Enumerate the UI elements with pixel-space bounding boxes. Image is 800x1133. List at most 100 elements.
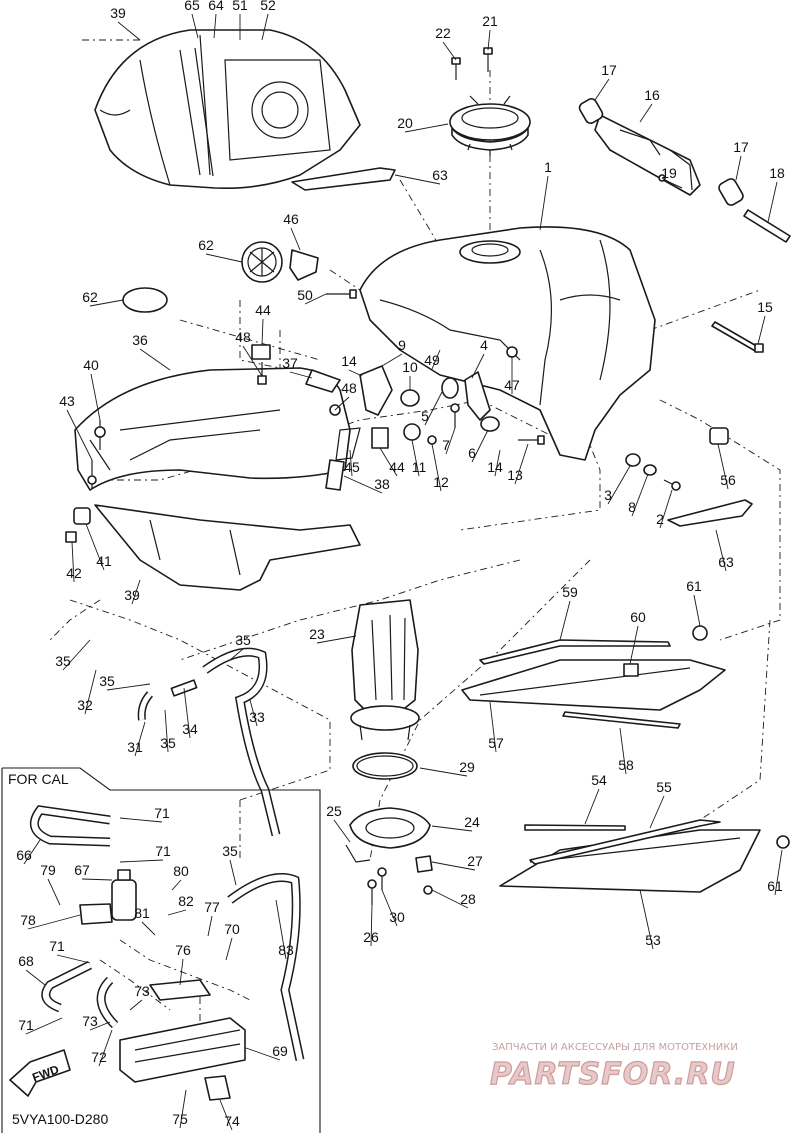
callout-36: 36	[132, 332, 148, 348]
callout-62: 62	[198, 237, 214, 253]
callout-17: 17	[601, 62, 617, 78]
damper-11	[403, 423, 421, 441]
damper-44-upper	[251, 344, 271, 360]
callout-75: 75	[172, 1111, 188, 1127]
leader-line	[106, 683, 151, 691]
callout-9: 9	[398, 337, 406, 353]
leader-line	[381, 889, 398, 927]
callout-30: 30	[389, 909, 405, 925]
callout-32: 32	[77, 697, 93, 713]
callout-14: 14	[487, 459, 503, 475]
bolt-7	[450, 403, 460, 428]
tank-top-cover-39	[94, 29, 361, 190]
callout-70: 70	[224, 921, 240, 937]
leader-line	[289, 371, 313, 379]
stay-9	[359, 365, 393, 416]
leader-line	[229, 648, 244, 661]
collar-8	[643, 464, 657, 476]
bracket-76	[149, 979, 211, 1001]
gasket-29	[352, 752, 418, 780]
leader-line	[471, 353, 485, 379]
callout-49: 49	[424, 352, 440, 368]
leader-line	[487, 29, 491, 51]
watermark-caption: ЗАПЧАСТИ И АКСЕССУАРЫ ДЛЯ МОТОТЕХНИКИ	[492, 1042, 738, 1053]
grommet-17b	[718, 178, 744, 206]
leader-line	[117, 21, 141, 41]
leader-line	[85, 523, 105, 571]
callout-37: 37	[282, 355, 298, 371]
callout-28: 28	[460, 891, 476, 907]
leader-line	[379, 447, 398, 477]
callout-31: 31	[127, 739, 143, 755]
stay-4	[464, 371, 491, 421]
callout-71: 71	[154, 805, 170, 821]
callout-83: 83	[278, 942, 294, 958]
clip-60	[623, 663, 639, 677]
callout-6: 6	[468, 445, 476, 461]
clamp-27	[415, 855, 433, 873]
bracket-74	[204, 1075, 231, 1101]
leader-line	[179, 1089, 187, 1129]
callout-69: 69	[272, 1043, 288, 1059]
rubber-strip-58	[562, 711, 681, 729]
molding-63-right	[667, 499, 753, 527]
callout-3: 3	[604, 487, 612, 503]
callout-64: 64	[208, 0, 224, 13]
leader-line	[629, 625, 639, 665]
callout-39: 39	[110, 5, 126, 21]
leader-line	[370, 904, 373, 947]
retainer-plate-24	[349, 807, 431, 849]
side-cover-57	[461, 659, 726, 711]
callout-15: 15	[757, 299, 773, 315]
fuel-pump-23	[350, 599, 420, 741]
filter-67	[111, 869, 137, 921]
screw-43	[87, 460, 97, 488]
bracket-assembly-16	[594, 114, 701, 196]
callout-2: 2	[656, 511, 664, 527]
leader-line	[431, 889, 469, 909]
leader-line	[245, 1047, 281, 1061]
callout-24: 24	[464, 814, 480, 830]
callout-76: 76	[175, 942, 191, 958]
leader-line	[584, 788, 600, 825]
screw-30	[377, 867, 387, 890]
screw-26	[367, 879, 377, 905]
leader-line	[25, 969, 46, 986]
leader-line	[514, 443, 529, 485]
leader-line	[489, 701, 497, 753]
bolt-40	[94, 420, 106, 450]
callout-57: 57	[488, 735, 504, 751]
leader-line	[89, 1021, 111, 1031]
grommet-17a	[578, 98, 604, 124]
leader-line	[261, 318, 264, 346]
leader-line	[334, 396, 350, 411]
callout-41: 41	[96, 553, 112, 569]
bracket-46	[289, 249, 319, 281]
leader-line	[275, 899, 287, 960]
leader-line	[164, 709, 169, 753]
callout-4: 4	[480, 337, 488, 353]
fwd-arrow-icon: FWD	[9, 1049, 71, 1097]
callout-80: 80	[173, 863, 189, 879]
molding-63-top	[291, 167, 396, 191]
callout-35: 35	[55, 653, 71, 669]
callout-35: 35	[235, 632, 251, 648]
emblem-62-lower	[122, 287, 168, 313]
callout-33: 33	[249, 709, 265, 725]
callout-55: 55	[656, 779, 672, 795]
leader-line	[23, 839, 41, 865]
damper-44-lower	[371, 427, 389, 449]
nut-47	[506, 346, 518, 358]
rubber-strip-55	[529, 819, 721, 865]
leader-line	[715, 529, 727, 572]
callout-27: 27	[467, 853, 483, 869]
callout-65: 65	[184, 0, 200, 13]
leader-line	[404, 123, 449, 133]
nut-61-upper	[692, 625, 708, 641]
leader-line	[207, 915, 213, 937]
leader-line	[431, 443, 442, 492]
callout-22: 22	[435, 25, 451, 41]
nut-61-lower	[776, 835, 790, 849]
callout-19: 19	[661, 165, 677, 181]
